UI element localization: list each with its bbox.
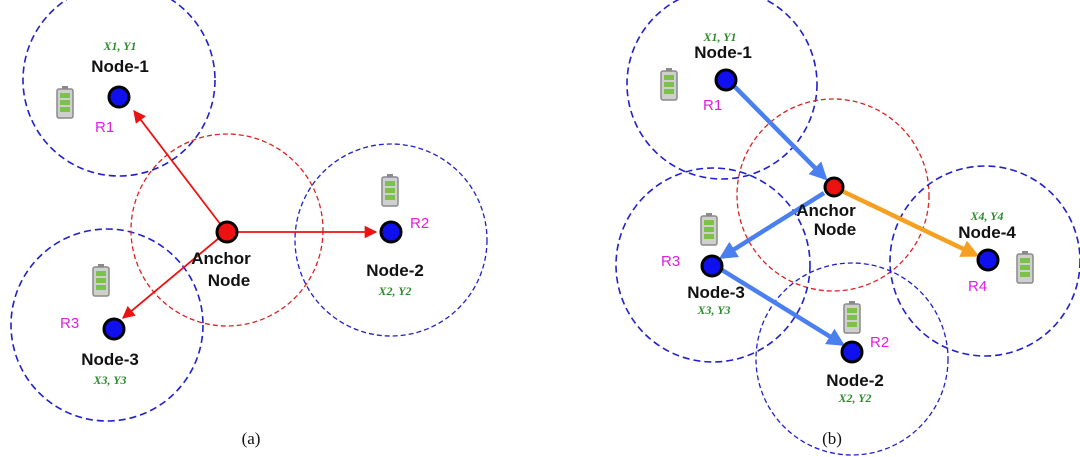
node1-coordinates: X1, Y1 — [102, 39, 136, 53]
coverage-circle-node2 — [755, 262, 949, 456]
node3-label: Node-3 — [687, 283, 745, 302]
battery-icon — [700, 212, 718, 246]
coverage-circle-node1 — [22, 0, 216, 177]
battery-icon — [56, 85, 74, 119]
battery-icon — [843, 300, 861, 334]
battery-icon — [1016, 250, 1034, 284]
node-3 — [700, 254, 724, 278]
coverage-circle-anchor — [736, 98, 930, 292]
coverage-circle-anchor — [130, 133, 324, 327]
node1-radius: R1 — [95, 119, 114, 136]
link-anchor-node3 — [122, 237, 220, 319]
coverage-circle-node2 — [294, 143, 488, 337]
node4-radius: R4 — [968, 278, 987, 295]
panel-a: X1, Y1 Node-1 R1 R2 Node-2 X2, Y2 Anchor… — [10, 0, 488, 448]
anchor-label-line1: Anchor — [796, 201, 856, 220]
node-1 — [107, 85, 131, 109]
node4-label: Node-4 — [958, 223, 1016, 242]
hop-anchor-node3 — [718, 191, 826, 259]
anchor-node — [823, 176, 845, 198]
node2-coordinates: X2, Y2 — [837, 391, 871, 405]
node3-radius: R3 — [60, 315, 79, 332]
panel-b: X1, Y1 Node-1 R1 Anchor Node X4, Y4 Node… — [615, 0, 1080, 456]
node2-coordinates: X2, Y2 — [377, 284, 411, 298]
anchor-label-line2: Node — [208, 271, 251, 290]
node2-label: Node-2 — [826, 371, 884, 390]
anchor-label-line1: Anchor — [191, 249, 251, 268]
hop-anchor-node4 — [841, 188, 980, 258]
node3-coordinates: X3, Y3 — [696, 303, 730, 317]
caption-b: (b) — [822, 429, 842, 448]
node-1 — [714, 68, 738, 92]
hop-node3-node2 — [720, 268, 846, 346]
anchor-label-line2: Node — [814, 220, 857, 239]
node1-label: Node-1 — [694, 43, 752, 62]
node-2 — [379, 220, 403, 244]
caption-a: (a) — [242, 429, 261, 448]
node1-label: Node-1 — [91, 57, 149, 76]
node-3 — [102, 317, 126, 341]
node3-coordinates: X3, Y3 — [92, 373, 126, 387]
node1-coordinates: X1, Y1 — [702, 30, 736, 44]
node4-coordinates: X4, Y4 — [969, 209, 1003, 223]
coverage-circle-node4 — [889, 165, 1080, 357]
node-4 — [976, 248, 1000, 272]
coverage-circle-node3 — [615, 167, 811, 363]
coverage-circle-node3 — [10, 228, 204, 422]
battery-icon — [92, 263, 110, 297]
hop-node1-anchor — [733, 85, 828, 181]
node3-label: Node-3 — [81, 350, 139, 369]
node2-radius: R2 — [410, 215, 429, 232]
node3-radius: R3 — [661, 253, 680, 270]
node2-radius: R2 — [870, 334, 889, 351]
link-anchor-node1 — [133, 109, 222, 226]
battery-icon — [381, 173, 399, 207]
node1-radius: R1 — [703, 97, 722, 114]
node-2 — [840, 340, 864, 364]
anchor-node — [215, 220, 239, 244]
coverage-circle-node1 — [626, 0, 818, 180]
battery-icon — [660, 67, 678, 101]
node2-label: Node-2 — [366, 261, 424, 280]
